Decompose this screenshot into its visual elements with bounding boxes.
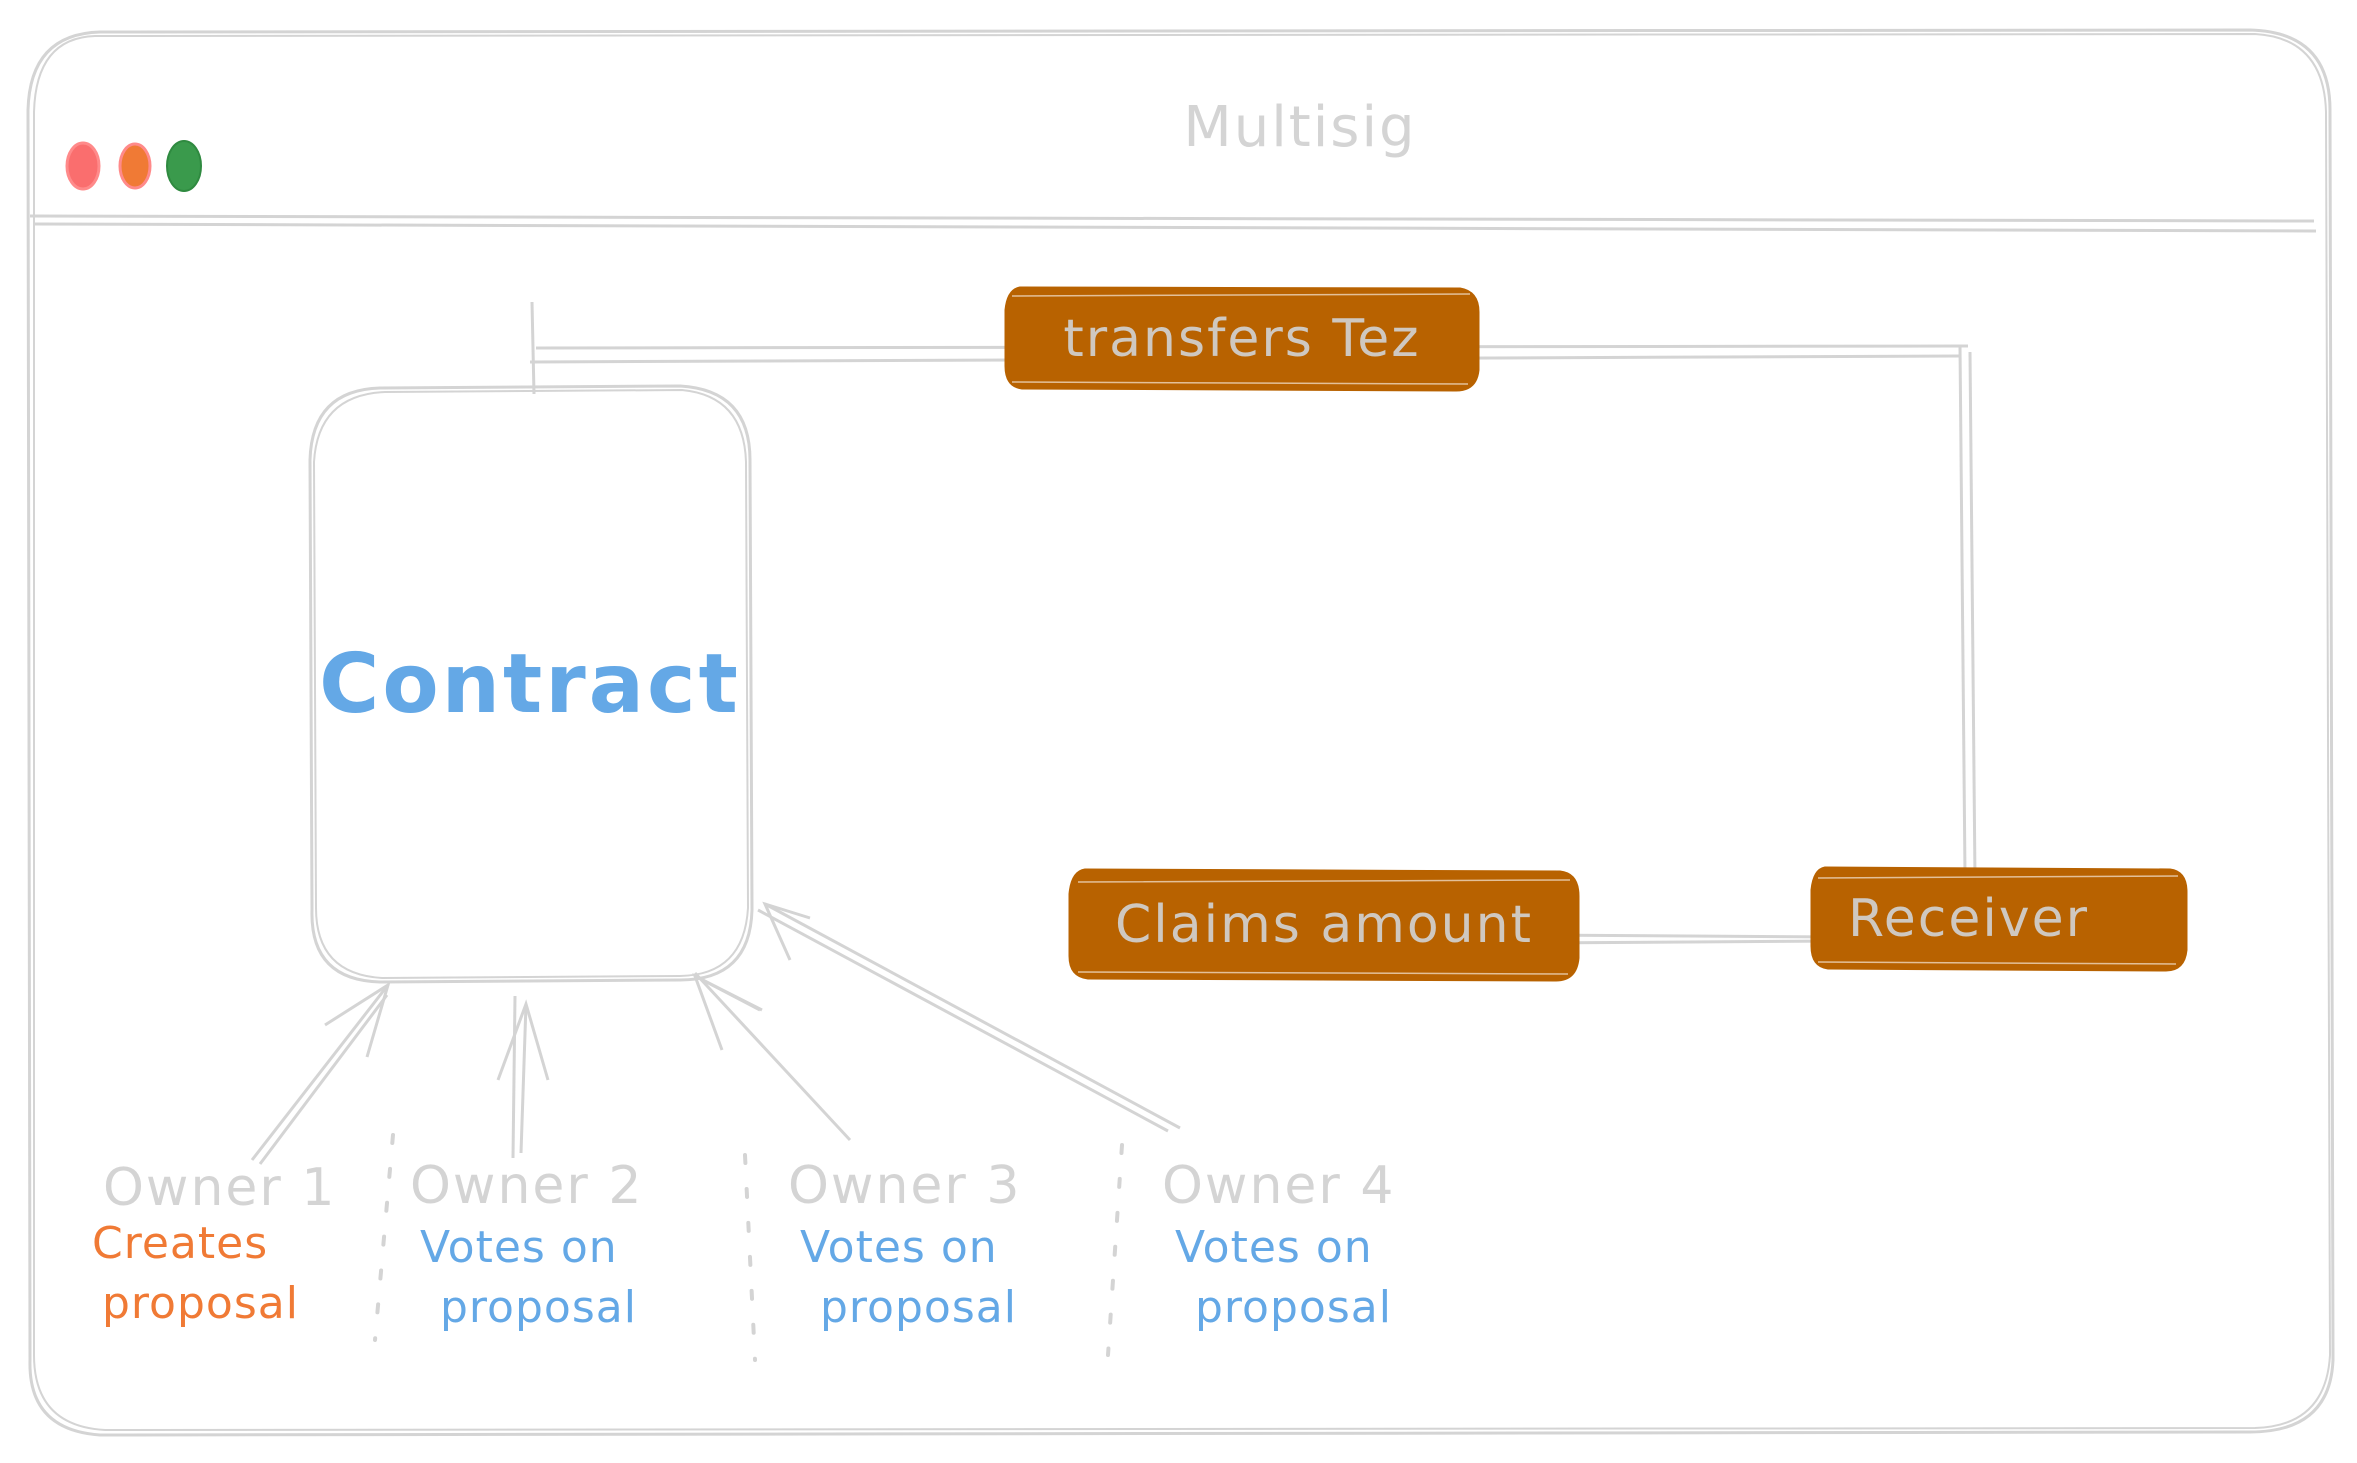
arrow-owner-3 xyxy=(692,971,852,1142)
header-divider xyxy=(29,214,2317,233)
contract-node-outline xyxy=(308,384,754,984)
transfers-node-label: transfers Tez xyxy=(1063,309,1421,369)
owner-3-role: Votes on proposal xyxy=(800,1218,1040,1338)
owner-1-label: Owner 1 xyxy=(103,1158,337,1218)
contract-node-label: Contract xyxy=(319,636,741,732)
owner-1-role-line2: proposal xyxy=(102,1278,299,1329)
owner-3-label: Owner 3 xyxy=(788,1156,1022,1216)
claims-node-shape xyxy=(1068,868,1580,982)
claims-node-label: Claims amount xyxy=(1115,895,1533,955)
transfers-node-shape xyxy=(1004,286,1480,392)
edge-receiver-claims xyxy=(1531,933,1843,945)
owner-1-role-line1: Creates xyxy=(92,1218,269,1269)
owner-4-role: Votes on proposal xyxy=(1175,1218,1415,1338)
receiver-node-label: Receiver xyxy=(1848,889,2089,949)
owner-4-role-line2: proposal xyxy=(1195,1282,1392,1333)
maximize-dot-icon[interactable] xyxy=(166,140,202,192)
owner-2-role-line1: Votes on xyxy=(420,1222,618,1273)
owner-4-label: Owner 4 xyxy=(1162,1156,1396,1216)
owner-2-role: Votes on proposal xyxy=(420,1218,660,1338)
window-frame xyxy=(26,28,2335,1437)
window-title: Multisig xyxy=(1183,95,1417,160)
close-dot-icon[interactable] xyxy=(65,141,101,191)
owner-3-role-line2: proposal xyxy=(820,1282,1017,1333)
owner-2-label: Owner 2 xyxy=(410,1156,644,1216)
minimize-dot-icon[interactable] xyxy=(118,142,152,190)
owner-1-role: Creates proposal xyxy=(92,1214,312,1334)
owner-4-role-line1: Votes on xyxy=(1175,1222,1373,1273)
receiver-node-shape xyxy=(1810,866,2188,972)
window-controls xyxy=(65,140,202,192)
owner-3-role-line1: Votes on xyxy=(800,1222,998,1273)
owner-dividers xyxy=(373,1133,1124,1362)
arrow-owner-2 xyxy=(496,995,550,1159)
arrow-owner-4 xyxy=(757,901,1181,1133)
arrow-owner-1 xyxy=(250,981,391,1165)
owner-2-role-line2: proposal xyxy=(440,1282,637,1333)
